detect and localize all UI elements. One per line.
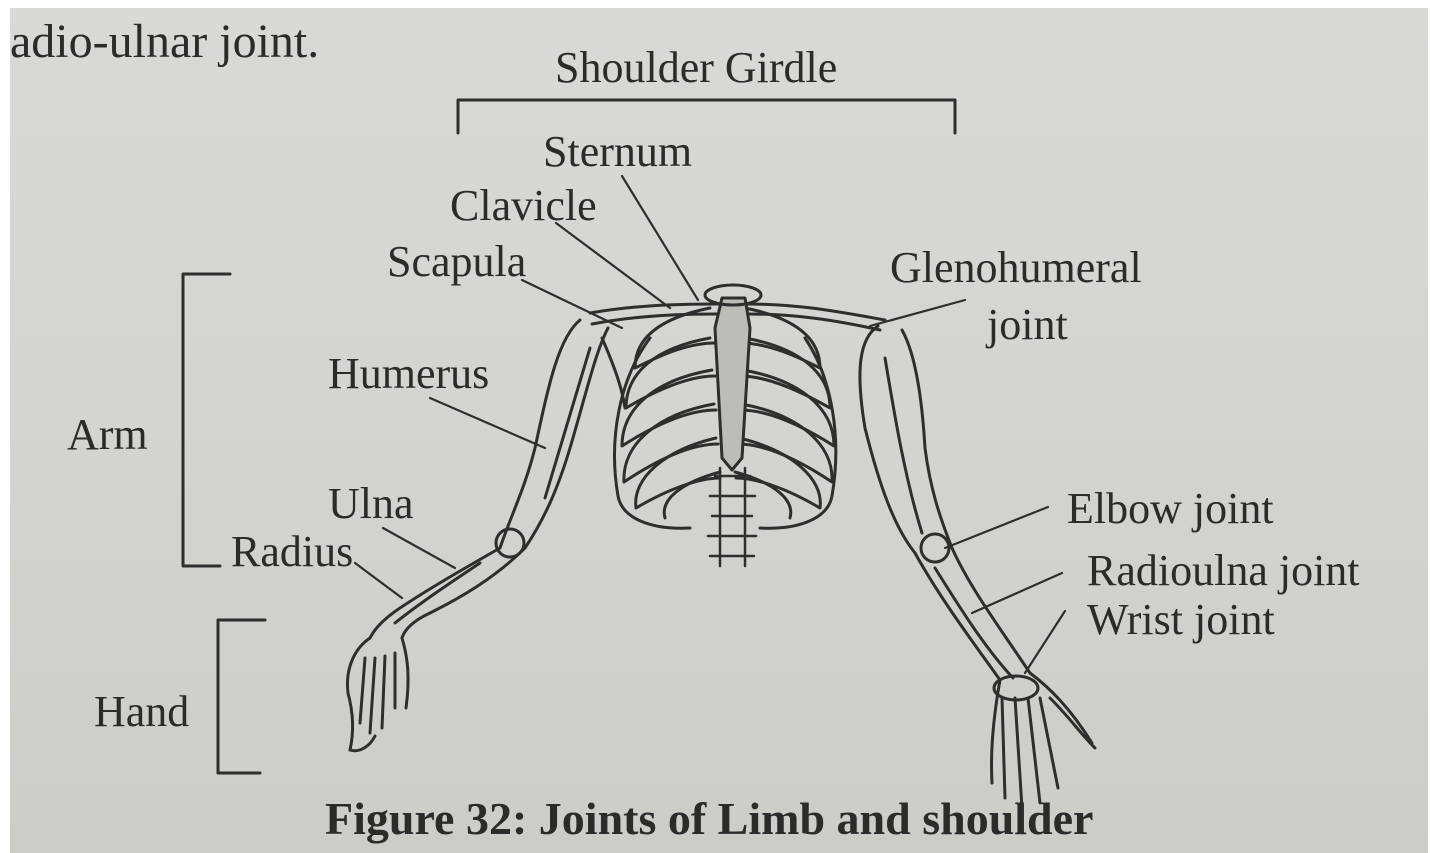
left-scapula — [602, 338, 625, 408]
label-radius: Radius — [231, 530, 353, 574]
figure-caption: Figure 32: Joints of Limb and shoulder — [325, 796, 1093, 842]
left-hand — [347, 638, 408, 751]
label-humerus: Humerus — [328, 352, 489, 396]
label-clavicle: Clavicle — [450, 184, 597, 228]
label-shoulder-girdle: Shoulder Girdle — [555, 46, 837, 90]
skeleton-diagram — [10, 8, 1428, 853]
right-hand — [992, 673, 1095, 808]
label-wrist-joint: Wrist joint — [1087, 598, 1275, 642]
shoulder-girdle-bracket — [458, 100, 955, 133]
hand-bracket — [218, 620, 265, 773]
label-glenohumeral-joint: joint — [987, 303, 1068, 347]
label-radioulna-joint: Radioulna joint — [1087, 549, 1360, 593]
right-clavicle — [748, 304, 885, 330]
right-arm — [860, 326, 1030, 680]
label-glenohumeral: Glenohumeral — [890, 246, 1142, 290]
label-elbow-joint: Elbow joint — [1067, 487, 1274, 531]
label-sternum: Sternum — [543, 130, 692, 174]
label-hand: Hand — [94, 690, 189, 734]
label-scapula: Scapula — [387, 240, 526, 284]
rib-cage — [615, 285, 836, 528]
page-top-text: adio-ulnar joint. — [10, 18, 319, 66]
label-ulna: Ulna — [328, 482, 414, 526]
left-clavicle — [590, 304, 718, 324]
scanned-page: adio-ulnar joint. Shoulder Girdle Sternu… — [10, 8, 1428, 853]
spine — [708, 468, 756, 566]
label-arm: Arm — [67, 413, 148, 457]
arm-bracket — [183, 274, 230, 566]
